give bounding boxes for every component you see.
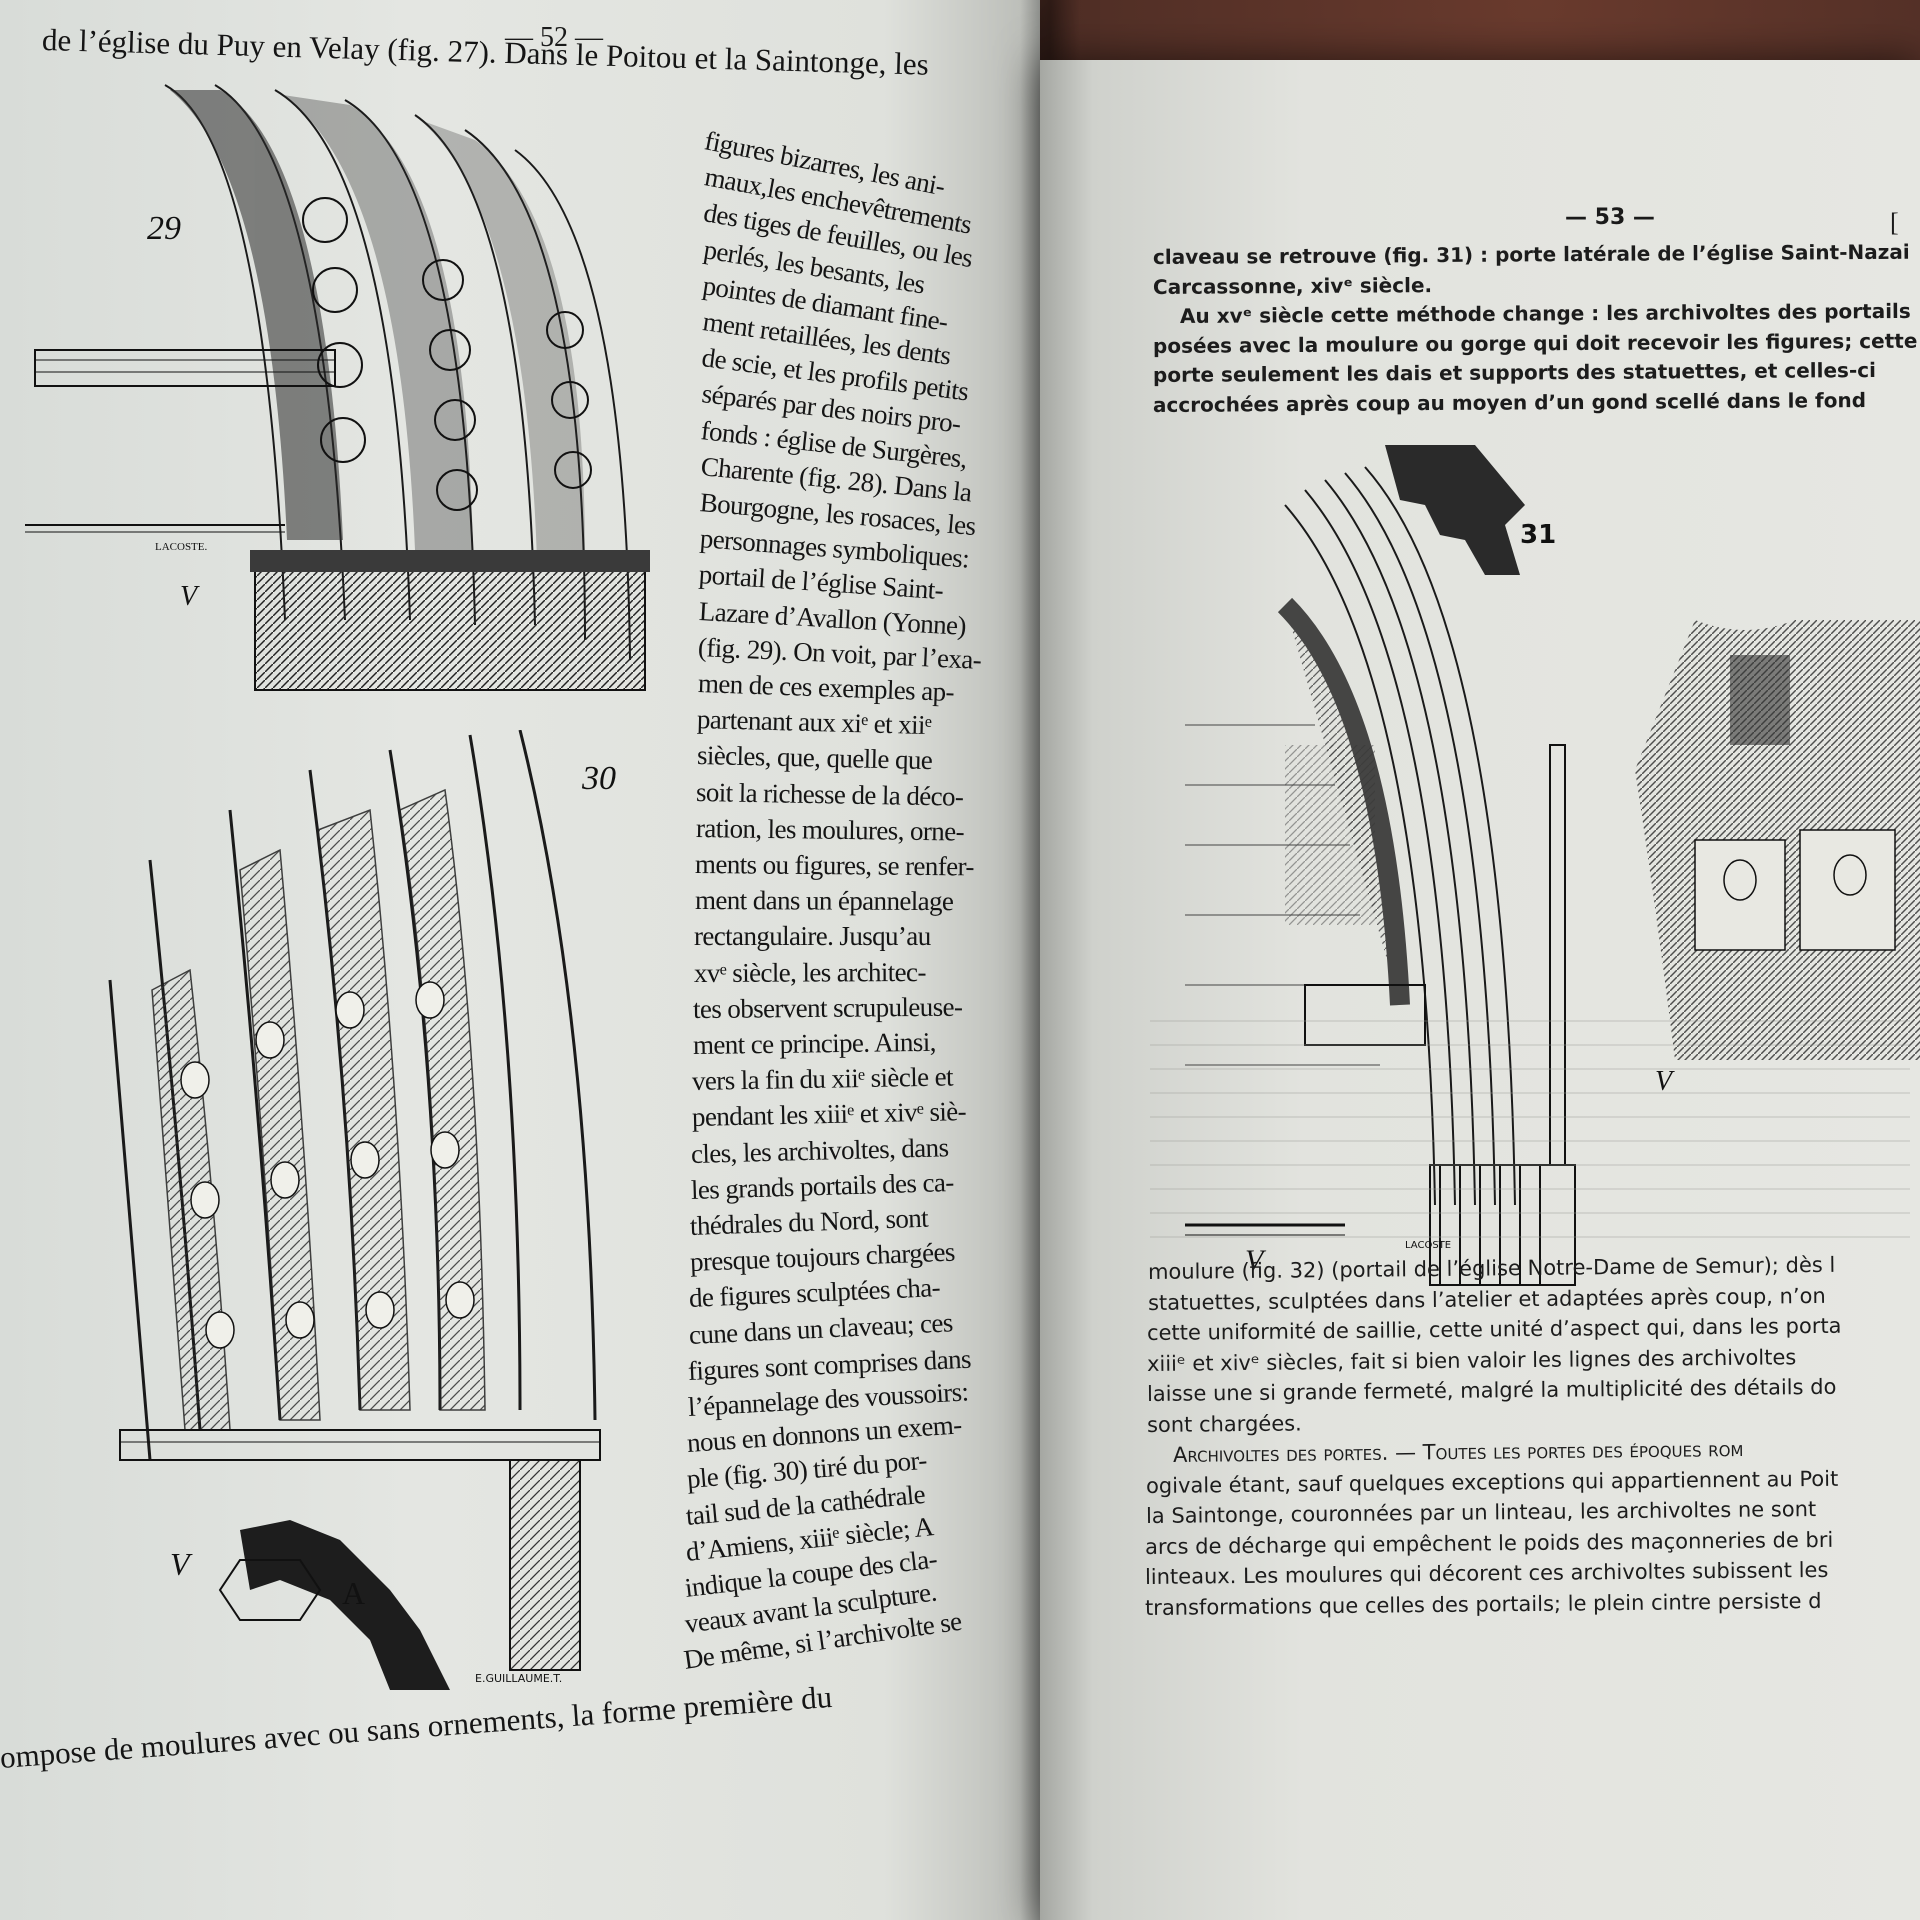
engraver-29: LACOSTE. [155, 541, 208, 553]
right-bottom-line: cette uniformité de saillie, cette unité… [1147, 1313, 1843, 1345]
right-top-line: Carcassonne, xivᵉ siècle. [1152, 272, 1433, 299]
figure-32-archivolt: V [1635, 620, 1920, 1120]
engraver-30: E.GUILLAUME.T. [475, 1672, 563, 1685]
figure-29-archivolt: V LACOSTE. 29 [25, 80, 655, 710]
left-column-line: presque toujours chargées [688, 1236, 955, 1278]
right-bottom-line: la Saintonge, couronnées par un linteau,… [1145, 1496, 1816, 1528]
right-bottom-line: laisse une si grande fermeté, malgré la … [1146, 1374, 1837, 1406]
left-column-line: ration, les moulures, orne- [695, 812, 964, 847]
right-bottom-line: xiiiᵉ et xivᵉ siècles, fait si bien valo… [1146, 1344, 1797, 1376]
figure-31-number: 31 [1520, 520, 1557, 550]
figure-30-archivolt: V 30 A E.GUILLAUME.T. [90, 729, 650, 1700]
right-top-line: porte seulement les dais et supports des… [1152, 357, 1877, 387]
right-bottom-line: linteaux. Les moulures qui décorent ces … [1144, 1557, 1829, 1589]
left-page: — 52 — de l’église du Puy en Velay (fig.… [0, 0, 1040, 1920]
left-column-line: pendant les xiiiᵉ et xivᵉ siè- [691, 1096, 966, 1133]
left-column-line: ment ce principe. Ainsi, [692, 1026, 936, 1060]
left-column-line: vers la fin du xiiᵉ siècle et [691, 1061, 954, 1097]
right-bottom-line: sont chargées. [1146, 1410, 1302, 1437]
right-bottom-line: ogivale étant, sauf quelques exceptions … [1145, 1466, 1839, 1498]
left-column-line: ment dans un épannelage [694, 885, 953, 917]
left-column-line: xvᵉ siècle, les architec- [693, 956, 926, 988]
left-column-line: soit la richesse de la déco- [695, 776, 964, 812]
left-header-line: de l’église du Puy en Velay (fig. 27). D… [41, 22, 930, 82]
svg-text:V: V [170, 1546, 193, 1582]
page-bracket: [ [1890, 208, 1899, 237]
right-top-line: claveau se retrouve (fig. 31) : porte la… [1152, 239, 1910, 269]
figure-30-section-label: A [342, 1575, 366, 1611]
figure-30-number: 30 [582, 760, 616, 797]
right-top-line: Au xvᵉ siècle cette méthode change : les… [1179, 298, 1911, 328]
left-column-line: thédrales du Nord, sont [689, 1202, 929, 1241]
svg-text:V: V [180, 581, 200, 612]
left-column-line: les grands portails des ca- [690, 1166, 954, 1205]
left-column-line: rectangulaire. Jusqu’au [694, 921, 931, 952]
left-column-line: men de ces exemples ap- [696, 668, 954, 707]
right-bottom-line: Archivoltes des portes. — Toutes les por… [1173, 1437, 1744, 1467]
engraver-31: LACOSTE [1405, 1240, 1452, 1251]
page-number-52: — 52 — [505, 22, 603, 53]
left-column-line: ments ou figures, se renfer- [694, 849, 974, 882]
right-bottom-line: transformations que celles des portails;… [1144, 1588, 1822, 1620]
right-bottom-line: arcs de décharge qui empêchent le poids … [1145, 1527, 1834, 1559]
right-page: — 53 — [ [1040, 60, 1920, 1920]
svg-text:V: V [1245, 1244, 1267, 1277]
left-column-line: cune dans un claveau; ces [687, 1306, 953, 1350]
figure-29-number: 29 [147, 210, 181, 247]
right-top-line: accrochées après coup au moyen d’un gond… [1152, 387, 1867, 417]
left-column-line: de figures sculptées cha- [688, 1272, 941, 1314]
left-column-line: cles, les archivoltes, dans [690, 1131, 949, 1169]
left-column-line: partenant aux xiᵉ et xiiᵉ [696, 704, 932, 741]
show-through-text [1150, 1020, 1910, 1260]
figure-31-archivolt: V 31 LACOSTE [1185, 445, 1625, 1300]
svg-text:V: V [1655, 1066, 1675, 1097]
page-number-53: — 53 — [1565, 205, 1655, 230]
right-top-line: posées avec la moulure ou gorge qui doit… [1152, 328, 1918, 358]
left-column-line: tes observent scrupuleuse- [692, 991, 963, 1024]
left-column-line: siècles, que, quelle que [696, 740, 933, 776]
